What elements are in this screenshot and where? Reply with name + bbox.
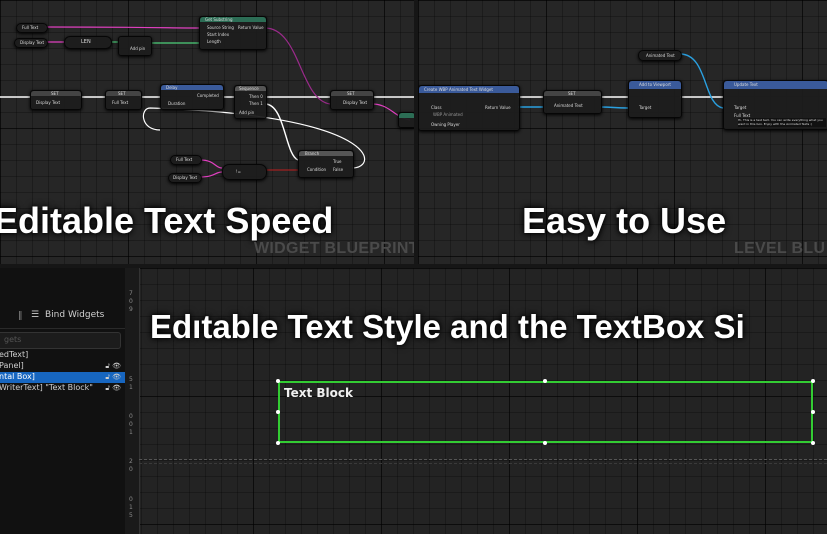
guide-line: [139, 463, 827, 464]
widget-section-title: Editable Text Speed: [0, 200, 334, 241]
update-text-node[interactable]: Update Text Target Full Text Hi, This is…: [723, 80, 827, 130]
resize-handle[interactable]: [276, 379, 280, 383]
full-text-getter[interactable]: Full Text: [16, 23, 48, 33]
create-widget-node[interactable]: Create WBP Animated Text Widget Class Re…: [418, 85, 520, 131]
resize-handle[interactable]: [811, 379, 815, 383]
lock-icon[interactable]: 🔓︎: [105, 362, 110, 370]
guide-line: [139, 459, 827, 460]
vertical-ruler: 7 0 9 5 1 0 0 1 2 0 0 1 5: [125, 268, 140, 534]
designer-canvas[interactable]: [125, 268, 827, 534]
text-block-widget[interactable]: Text Block: [278, 381, 813, 443]
hierarchy-tab-bar: ‖ ☰ Bind Widgets: [0, 306, 125, 329]
bind-widgets-tab[interactable]: Bind Widgets: [45, 310, 105, 320]
widget-blueprint-watermark: WIDGET BLUEPRINT: [254, 240, 414, 257]
hierarchy-row-text-block[interactable]: WriterText] "Text Block" 🔓︎ 👁︎: [0, 383, 121, 392]
full-text-getter-2[interactable]: Full Text: [170, 155, 202, 165]
set-node-2[interactable]: SET Full Text: [105, 90, 142, 110]
set-node-1[interactable]: SET Display Text: [30, 90, 82, 110]
display-text-getter[interactable]: Display Text: [14, 38, 48, 48]
hierarchy-search-input[interactable]: gets: [0, 332, 121, 349]
append-node-partial[interactable]: [398, 112, 414, 128]
resize-handle[interactable]: [811, 410, 815, 414]
level-blueprint-panel[interactable]: Animated Text Create WBP Animated Text W…: [418, 0, 827, 264]
resize-handle[interactable]: [276, 410, 280, 414]
branch-node[interactable]: Branch True Condition False: [298, 150, 354, 178]
hierarchy-row-horizontal-box[interactable]: ntal Box] 🔓︎ 👁︎: [0, 372, 125, 383]
add-to-viewport-node[interactable]: Add to Viewport Target: [628, 80, 682, 118]
eye-icon[interactable]: 👁︎: [112, 373, 121, 381]
designer-section-title: Edıtable Text Style and the TextBox Si: [150, 308, 745, 345]
resize-handle[interactable]: [543, 441, 547, 445]
set-animated-text-node[interactable]: SET Animated Text: [543, 90, 602, 114]
umg-designer-panel: ‖ ☰ Bind Widgets gets edText] Panel] 🔓︎ …: [0, 268, 827, 534]
lock-icon[interactable]: 🔓︎: [105, 384, 110, 392]
display-text-getter-2[interactable]: Display Text: [168, 173, 202, 183]
hierarchy-row-panel[interactable]: Panel] 🔓︎ 👁︎: [0, 361, 121, 370]
resize-handle[interactable]: [543, 379, 547, 383]
add-node[interactable]: Add pin: [118, 36, 152, 56]
widget-blueprint-panel[interactable]: Full Text Display Text LEN Add pin Get S…: [0, 0, 414, 264]
animated-text-var-getter[interactable]: Animated Text: [638, 50, 682, 61]
eye-icon[interactable]: 👁︎: [112, 362, 121, 370]
hierarchy-row-root[interactable]: edText]: [0, 350, 29, 359]
resize-handle[interactable]: [811, 441, 815, 445]
level-section-title: Easy to Use: [522, 200, 727, 241]
len-node[interactable]: LEN: [64, 36, 112, 49]
list-icon: ☰: [31, 310, 40, 320]
get-substring-node[interactable]: Get Substring Source String Return Value…: [199, 16, 267, 50]
full-text-value-box[interactable]: Hi, This is a test text. You can write e…: [738, 118, 826, 127]
level-blueprint-watermark: LEVEL BLU: [734, 240, 826, 257]
lock-icon[interactable]: 🔓︎: [105, 373, 110, 381]
hierarchy-panel: ‖ ☰ Bind Widgets gets edText] Panel] 🔓︎ …: [0, 268, 125, 534]
set-node-3[interactable]: SET Display Text: [330, 90, 374, 110]
not-equal-node[interactable]: !=: [222, 164, 267, 180]
divider-icon: ‖: [18, 311, 23, 321]
eye-icon[interactable]: 👁︎: [112, 384, 121, 392]
resize-handle[interactable]: [276, 441, 280, 445]
delay-node[interactable]: Delay Completed Duration: [160, 84, 224, 110]
sequence-node[interactable]: Sequence Then 0 Then 1 Add pin: [234, 85, 267, 119]
